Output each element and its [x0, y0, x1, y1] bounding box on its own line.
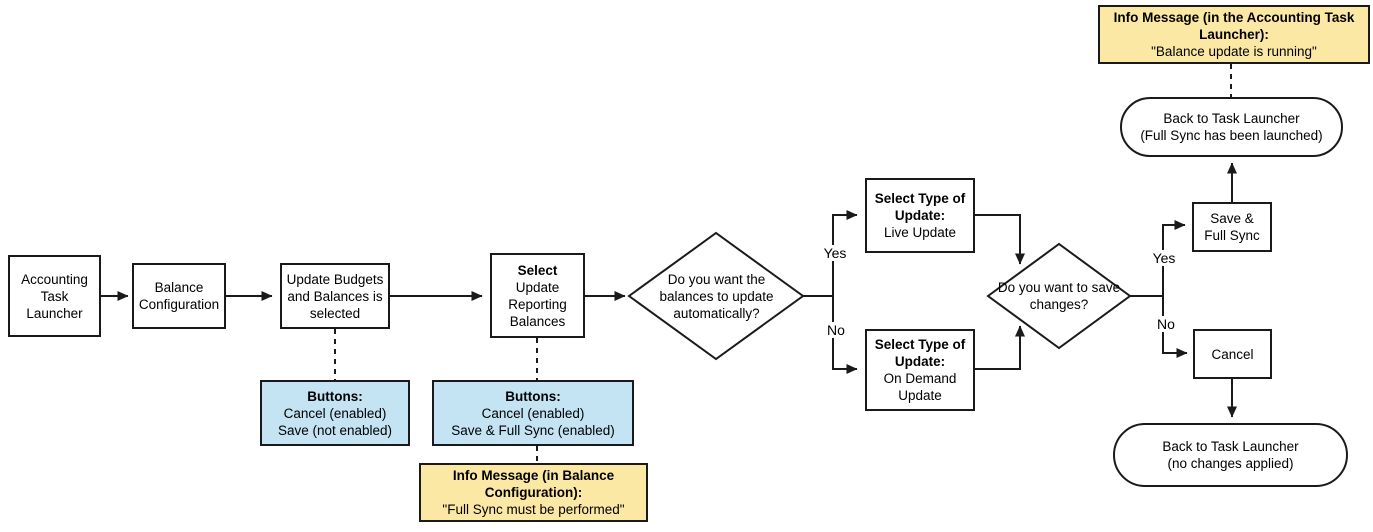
edge-save-no-to-cancel: [1162, 296, 1188, 358]
node-label: Save & Full Sync: [1204, 211, 1260, 243]
node-select-update-reporting: Select Update Reporting Balances: [490, 253, 585, 338]
terminator-line1: Back to Task Launcher: [1162, 439, 1299, 454]
node-accounting-task-launcher: Accounting Task Launcher: [8, 255, 101, 337]
node-select-type-live: Select Type of Update: Live Update: [865, 178, 975, 253]
decision-auto-update-label: Do you want the balances to update autom…: [644, 262, 789, 330]
terminator-line1: Back to Task Launcher: [1163, 111, 1300, 126]
node-select-type-on-demand: Select Type of Update: On Demand Update: [865, 329, 975, 411]
note-info-balance-config: Info Message (in Balance Configuration):…: [419, 463, 648, 522]
node-update-budgets: Update Budgets and Balances is selected: [280, 263, 390, 329]
decision-save-changes-shape: [986, 242, 1132, 350]
decision-auto-update-shape: [627, 231, 805, 361]
node-body: On Demand Update: [883, 371, 957, 403]
terminator-line2: (Full Sync has been launched): [1140, 128, 1323, 143]
edge-on-demand-to-decision-save: [975, 325, 1025, 370]
note-title: Info Message (in the Accounting Task Lau…: [1113, 10, 1355, 42]
label-save-no: No: [1151, 316, 1181, 332]
decision-save-changes-label: Do you want to save changes?: [992, 272, 1126, 320]
note-line1: Cancel (enabled): [481, 405, 585, 421]
note-buttons-update-budgets: Buttons: Cancel (enabled) Save (not enab…: [260, 380, 410, 446]
note-info-accounting-launcher: Info Message (in the Accounting Task Lau…: [1098, 5, 1370, 64]
note-line2: Save (not enabled): [277, 422, 393, 438]
edge-auto-no-to-on-demand: [832, 296, 858, 374]
label-auto-no: No: [822, 322, 850, 338]
terminator-back-full-sync: Back to Task Launcher (Full Sync has bee…: [1120, 97, 1343, 157]
node-label: Accounting Task Launcher: [21, 271, 88, 321]
note-line1: Cancel (enabled): [283, 405, 387, 421]
node-save-full-sync: Save & Full Sync: [1192, 202, 1272, 252]
node-label: Balance Configuration: [138, 280, 220, 312]
edge-live-update-to-decision-save: [975, 214, 1025, 265]
note-title: Buttons:: [307, 388, 363, 404]
node-label: Cancel: [1211, 346, 1254, 362]
terminator-line2: (no changes applied): [1167, 456, 1294, 471]
note-title: Buttons:: [505, 388, 561, 404]
node-title: Select Type of Update:: [874, 191, 966, 223]
decision-text: Do you want to save changes?: [997, 280, 1121, 312]
node-body: Update Reporting Balances: [508, 279, 567, 329]
node-balance-configuration: Balance Configuration: [132, 263, 226, 329]
note-body: "Balance update is running": [1151, 44, 1317, 59]
label-auto-yes: Yes: [819, 245, 851, 261]
edge-save-yes-to-save-full-sync: [1162, 220, 1186, 296]
note-line2: Save & Full Sync (enabled): [451, 422, 615, 438]
edge-auto-yes-to-live-update: [832, 210, 858, 296]
terminator-back-no-changes: Back to Task Launcher (no changes applie…: [1113, 423, 1348, 487]
node-title: Select Type of Update:: [874, 337, 966, 369]
node-body: Live Update: [883, 225, 957, 240]
note-title: Info Message (in Balance Configuration):: [452, 468, 615, 500]
node-title: Select: [517, 262, 558, 278]
decision-text: Do you want the balances to update autom…: [659, 271, 774, 321]
label-save-yes: Yes: [1147, 250, 1181, 266]
node-label: Update Budgets and Balances is selected: [286, 271, 384, 321]
note-body: "Full Sync must be performed": [442, 502, 625, 517]
node-cancel: Cancel: [1193, 329, 1272, 379]
note-buttons-select-reporting: Buttons: Cancel (enabled) Save & Full Sy…: [432, 380, 634, 446]
